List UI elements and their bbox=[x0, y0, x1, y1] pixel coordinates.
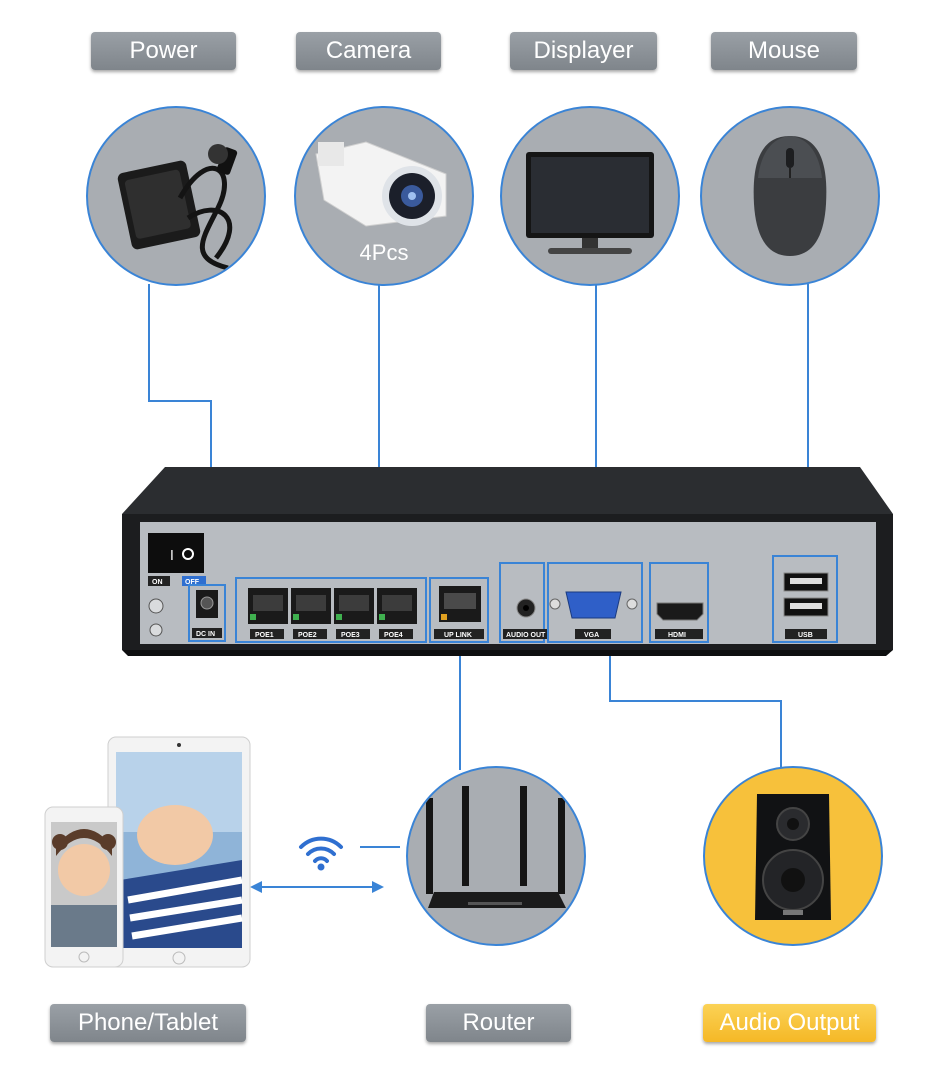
vga-label: VGA bbox=[584, 632, 599, 639]
phone-tablet-illustration bbox=[44, 736, 251, 968]
poe-ports bbox=[248, 588, 417, 624]
switch-on-symbol: I bbox=[170, 549, 174, 564]
camera-quantity: 4Pcs bbox=[359, 240, 409, 265]
monitor-circle bbox=[500, 106, 680, 286]
wifi-icon bbox=[299, 836, 343, 863]
monitor-icon bbox=[526, 152, 654, 254]
router-circle bbox=[406, 766, 586, 946]
switch-off-label: OFF bbox=[185, 579, 200, 586]
speaker-circle bbox=[703, 766, 883, 946]
audio-output-label: Audio Output bbox=[703, 1004, 876, 1042]
displayer-label: Displayer bbox=[510, 32, 657, 70]
mouse-icon bbox=[753, 136, 827, 256]
power-adapter-icon bbox=[117, 144, 238, 271]
hdmi-port bbox=[656, 602, 704, 621]
router-label: Router bbox=[426, 1004, 571, 1042]
switch-on-label: ON bbox=[152, 579, 163, 586]
hdmi-label: HDMI bbox=[668, 632, 686, 639]
camera-circle: 4Pcs bbox=[294, 106, 474, 286]
vga-port bbox=[565, 591, 622, 619]
ground-icon bbox=[149, 623, 163, 637]
power-switch[interactable] bbox=[148, 533, 204, 573]
audio-out-label: AUDIO OUT bbox=[506, 632, 546, 639]
speaker-icon bbox=[755, 794, 831, 920]
power-adapter-circle bbox=[86, 106, 266, 286]
camera-label: Camera bbox=[296, 32, 441, 70]
mouse-circle bbox=[700, 106, 880, 286]
camera-icon bbox=[315, 141, 447, 227]
poe2-label: POE2 bbox=[298, 632, 317, 639]
nvr-device: I ON OFF DC IN bbox=[122, 467, 893, 656]
poe1-label: POE1 bbox=[255, 632, 274, 639]
phone-tablet-label: Phone/Tablet bbox=[50, 1004, 246, 1042]
poe3-label: POE3 bbox=[341, 632, 360, 639]
poe4-label: POE4 bbox=[384, 632, 403, 639]
power-label: Power bbox=[91, 32, 236, 70]
uplink-label: UP LINK bbox=[444, 632, 472, 639]
mouse-label: Mouse bbox=[711, 32, 857, 70]
usb-label: USB bbox=[798, 632, 813, 639]
router-icon bbox=[426, 786, 566, 908]
audio-connector-line bbox=[609, 643, 782, 770]
wifi-link bbox=[250, 836, 400, 893]
switch-off-symbol bbox=[182, 548, 194, 560]
dc-in-label: DC IN bbox=[196, 631, 215, 638]
screw-icon bbox=[148, 598, 164, 614]
